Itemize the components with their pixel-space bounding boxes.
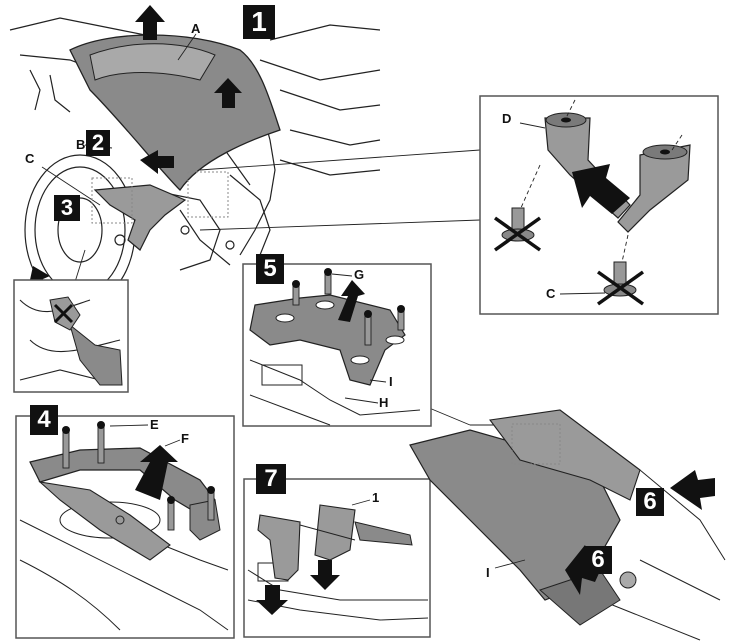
step-6-badge-lower: 6 (584, 546, 612, 574)
part-label-f: F (181, 431, 189, 446)
part-label-a: A (191, 21, 201, 36)
step-6-badge-right: 6 (636, 488, 664, 516)
step-5-badge: 5 (256, 254, 284, 284)
step-7-badge: 7 (256, 464, 286, 494)
part-label-c-detail: C (546, 286, 556, 301)
part-label-i-panel5: I (389, 374, 393, 389)
step-3-badge: 3 (54, 195, 80, 221)
part-label-b: B (76, 137, 86, 152)
part-label-1: 1 (372, 490, 380, 505)
step-2-badge: 2 (86, 130, 110, 156)
part-label-i-main: I (486, 565, 490, 580)
part-label-d: D (502, 111, 512, 126)
part-label-h: H (379, 395, 389, 410)
part-label-g: G (354, 267, 365, 282)
step-4-badge: 4 (30, 405, 58, 435)
step-1-badge: 1 (243, 5, 275, 39)
part-label-c-main: C (25, 151, 35, 166)
part-label-e: E (150, 417, 159, 432)
